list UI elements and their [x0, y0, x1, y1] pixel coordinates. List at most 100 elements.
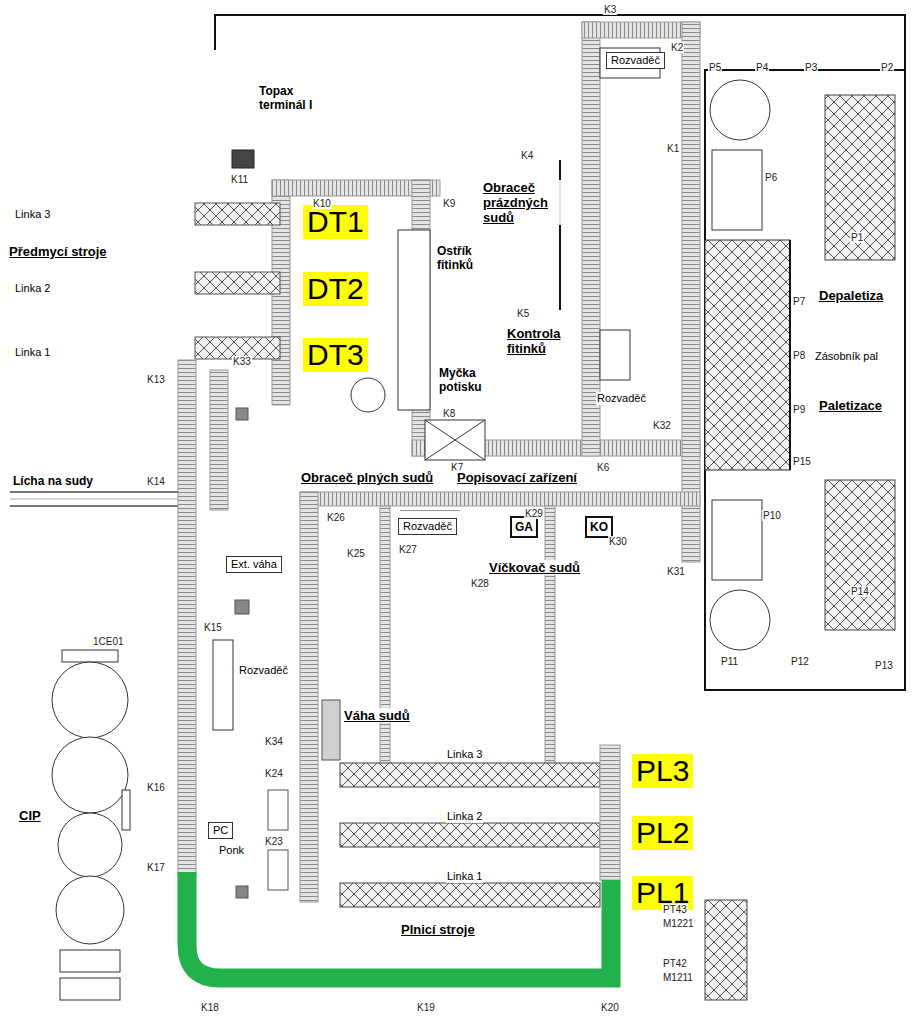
machine-outline [600, 330, 630, 380]
conveyor [300, 492, 318, 902]
callout-number: PT43 [662, 904, 688, 915]
square-marker [236, 408, 248, 420]
section-heading: Paletizace [818, 398, 883, 413]
robot-symbol [710, 80, 770, 140]
conveyor [210, 370, 228, 510]
section-heading: Depaletiza [818, 288, 884, 303]
conveyor [600, 745, 620, 880]
node-text: DT2 [307, 272, 364, 306]
cip-pump [60, 950, 120, 972]
callout-number: K6 [596, 462, 610, 473]
line-tag: PL3 [632, 754, 693, 788]
line-tag: DT1 [303, 205, 368, 239]
line-tag: PL2 [632, 816, 693, 850]
callout-number: P11 [720, 656, 739, 667]
cip-tank [58, 813, 122, 877]
palletizing-area [705, 70, 905, 690]
callout-number: K9 [442, 198, 456, 209]
line-tag: DT3 [303, 338, 368, 372]
conveyor [545, 506, 555, 764]
callout-number: M1221 [662, 918, 695, 929]
text-label: Ponk [218, 844, 245, 857]
cabinet-box: Rozvaděč [398, 518, 457, 535]
cip-pipe [122, 790, 130, 830]
node-text: PL2 [636, 816, 689, 850]
terminal-icon [232, 150, 254, 168]
callout-number: K4 [520, 150, 534, 161]
filling-machine [340, 883, 600, 907]
prewash-machine [195, 272, 280, 294]
keg-rail [10, 491, 178, 493]
area-label: Ostřík fitinků [436, 244, 493, 272]
print-washer [425, 420, 485, 460]
text-label: Zásobník pal [814, 350, 879, 363]
callout-number: K20 [600, 1002, 620, 1013]
square-marker [236, 886, 248, 898]
callout-number: P4 [755, 62, 769, 73]
callout-number: K25 [346, 548, 366, 559]
callout-number: P1 [850, 232, 864, 243]
section-heading: Popisovací zařízení [456, 470, 578, 485]
callout-number: P5 [708, 62, 722, 73]
text-label: Linka 2 [14, 282, 51, 295]
area-label: Topax terminál I [258, 84, 332, 112]
text-label: Linka 3 [14, 208, 51, 221]
callout-number: K33 [232, 356, 252, 367]
node-text: DT1 [307, 205, 364, 239]
keg-rail [10, 505, 178, 507]
callout-number: K14 [146, 476, 166, 487]
conveyor [380, 506, 390, 764]
area-label: Myčka potisku [438, 366, 502, 394]
cabinet-outline [268, 790, 288, 830]
section-heading: CIP [18, 808, 42, 823]
node-text: PL3 [636, 754, 689, 788]
device-box: KO [585, 516, 613, 538]
conveyor [300, 492, 700, 506]
print-washer [425, 420, 485, 460]
callout-number: P10 [762, 510, 782, 521]
node-text: PC [213, 824, 228, 837]
conveyor [178, 360, 196, 875]
cabinet-box: Ext. váha [226, 556, 282, 573]
callout-number: P6 [764, 172, 778, 183]
cabinet-outline [213, 640, 233, 730]
callout-number: K10 [312, 198, 332, 209]
callout-number: K23 [264, 836, 284, 847]
section-heading: Váha sudů [343, 708, 411, 723]
callout-number: P3 [804, 62, 818, 73]
cip-tank [52, 662, 128, 738]
callout-number: K8 [442, 408, 456, 419]
tank-symbol [351, 378, 385, 412]
callout-number: K11 [230, 174, 249, 185]
cip-pump [60, 978, 120, 1000]
callout-number: P15 [792, 456, 812, 467]
scale-symbol [322, 700, 340, 760]
square-marker [235, 600, 249, 614]
callout-number: K32 [652, 420, 672, 431]
filling-machine [340, 823, 600, 847]
callout-number: K26 [326, 512, 346, 523]
callout-number: K16 [146, 782, 166, 793]
callout-number: K1 [666, 143, 680, 154]
line-tag: DT2 [303, 272, 368, 306]
cabinet-box: Rozvaděč [606, 52, 665, 69]
callout-number: K5 [516, 308, 530, 319]
section-heading: Obraceč prázdných sudů [482, 180, 572, 225]
callout-number: K29 [524, 508, 544, 519]
tank-block [705, 900, 747, 1000]
callout-number: PT42 [662, 958, 688, 969]
node-text: DT3 [307, 338, 364, 372]
conveyor [582, 22, 600, 456]
node-text: Rozvaděč [611, 54, 660, 67]
callout-number: K15 [203, 622, 223, 633]
callout-number: P12 [790, 656, 810, 667]
text-label: Linka 1 [14, 346, 51, 359]
section-heading: Obraceč plných sudů [300, 470, 434, 485]
callout-number: 1CE01 [92, 636, 125, 647]
highlighted-conveyor [187, 872, 611, 978]
callout-number: K3 [603, 4, 617, 15]
callout-number: K18 [200, 1002, 220, 1013]
callout-number: K19 [416, 1002, 436, 1013]
callout-number: P13 [874, 660, 894, 671]
